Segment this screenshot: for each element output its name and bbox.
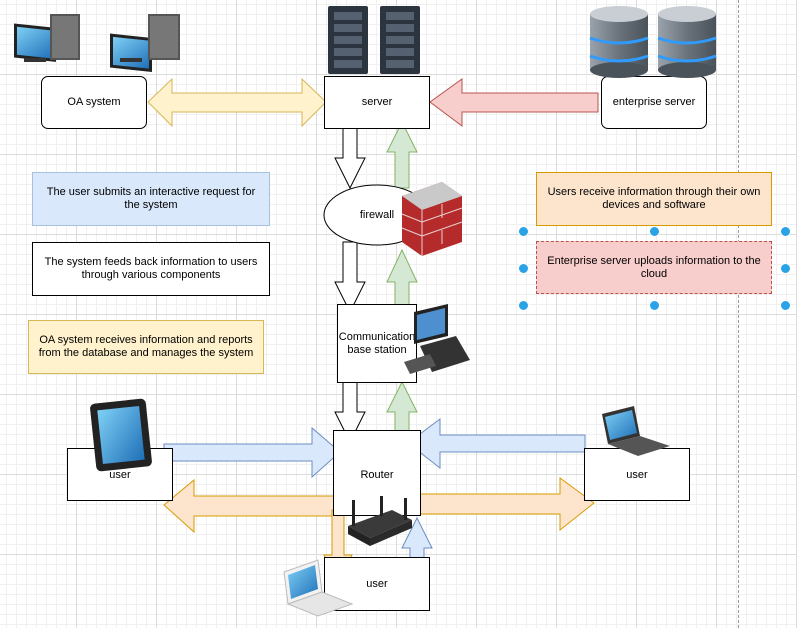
base-station-node[interactable]: Communication base station	[337, 304, 417, 383]
resize-handle-ne[interactable]	[780, 226, 791, 237]
resize-handle-sw[interactable]	[518, 300, 529, 311]
user-left-label: user	[109, 469, 131, 481]
note-interactive-request-text: The user submits an interactive request …	[46, 186, 256, 211]
firewall-to-base-arrow[interactable]	[334, 241, 366, 314]
server-to-firewall-arrow[interactable]	[334, 120, 366, 190]
note-upload-cloud-text: Enterprise server uploads information to…	[547, 254, 761, 280]
router-left-user-double-arrow[interactable]	[163, 478, 337, 534]
oa-system-node[interactable]: OA system	[41, 76, 147, 129]
server-label: server	[361, 96, 393, 108]
note-receive-info-text: Users receive information through their …	[547, 186, 761, 211]
note-upload-cloud[interactable]: Enterprise server uploads information to…	[536, 241, 772, 294]
firewall-label: firewall	[359, 209, 395, 221]
firewall-to-server-arrow[interactable]	[386, 120, 418, 189]
user-left-node[interactable]: user	[67, 448, 173, 501]
resize-handle-s[interactable]	[649, 300, 660, 311]
note-oa-manage[interactable]: OA system receives information and repor…	[28, 320, 264, 374]
note-interactive-request[interactable]: The user submits an interactive request …	[32, 172, 270, 226]
left-user-to-router-arrow[interactable]	[163, 426, 341, 479]
router-right-user-double-arrow[interactable]	[413, 477, 595, 532]
user-bottom-node[interactable]: user	[324, 557, 430, 611]
base-to-router-arrow[interactable]	[334, 377, 366, 444]
user-bottom-label: user	[366, 577, 388, 590]
router-node[interactable]: Router	[333, 430, 421, 516]
resize-handle-nw[interactable]	[518, 226, 529, 237]
page-boundary-guide	[738, 0, 739, 628]
user-right-label: user	[626, 469, 648, 481]
resize-handle-w[interactable]	[518, 263, 529, 274]
enterprise-server-node[interactable]: enterprise server	[601, 76, 707, 129]
oa-server-double-arrow[interactable]	[147, 77, 327, 128]
user-right-node[interactable]: user	[584, 448, 690, 501]
server-node[interactable]: server	[324, 76, 430, 129]
resize-handle-n[interactable]	[649, 226, 660, 237]
note-feedback-text: The system feeds back information to use…	[44, 256, 258, 281]
enterprise-server-label: enterprise server	[612, 96, 696, 108]
right-user-to-router-arrow[interactable]	[407, 418, 586, 470]
base-station-label: Communication base station	[338, 330, 416, 356]
note-feedback[interactable]: The system feeds back information to use…	[32, 242, 270, 296]
enterprise-to-server-arrow[interactable]	[429, 78, 599, 127]
note-receive-info[interactable]: Users receive information through their …	[536, 172, 772, 226]
resize-handle-se[interactable]	[780, 300, 791, 311]
router-label: Router	[360, 469, 394, 481]
note-oa-manage-text: OA system receives information and repor…	[38, 334, 254, 359]
resize-handle-e[interactable]	[780, 263, 791, 274]
oa-system-label: OA system	[67, 96, 121, 108]
